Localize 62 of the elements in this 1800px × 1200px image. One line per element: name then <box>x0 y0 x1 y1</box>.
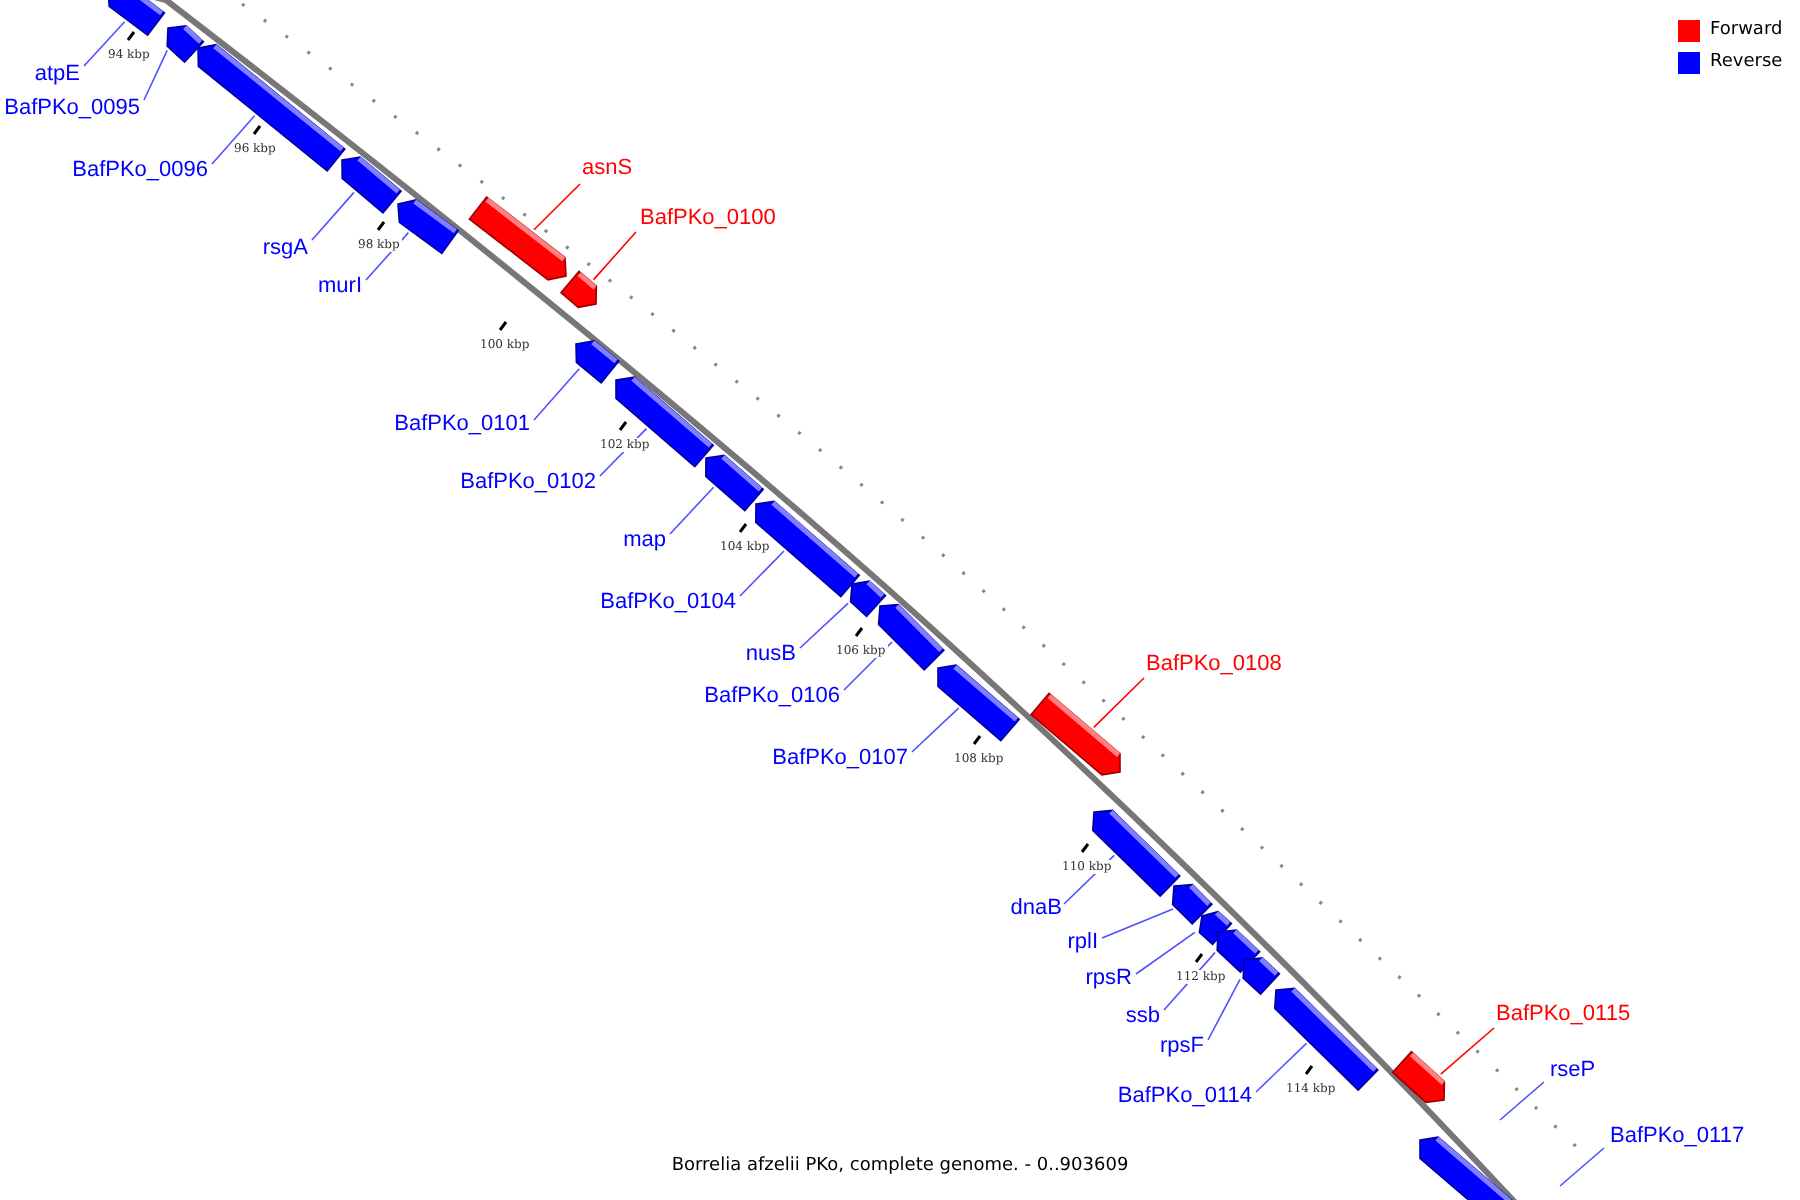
gene-feature <box>937 664 1021 742</box>
leader-line <box>311 191 355 241</box>
leader-line <box>739 550 785 597</box>
gene-label: asnS <box>582 156 633 182</box>
gene-label: ssb <box>1125 1004 1160 1030</box>
gene-label: rpsF <box>1160 1034 1204 1060</box>
gene-label: BafPKo_0102 <box>460 470 596 496</box>
leader-line <box>911 707 960 753</box>
gene-label: BafPKo_0106 <box>704 684 840 710</box>
leader-line <box>1101 908 1174 939</box>
gene-feature <box>341 156 403 214</box>
gene-label: BafPKo_0096 <box>72 158 208 184</box>
gene-label: BafPKo_0104 <box>600 590 736 616</box>
gene-label: BafPKo_0114 <box>1117 1084 1252 1110</box>
gene-feature <box>1242 956 1281 996</box>
leader-line <box>1093 677 1145 729</box>
leader-line <box>1440 1027 1495 1075</box>
caption: Borrelia afzelii PKo, complete genome. - 0..903609 <box>671 1156 1129 1176</box>
leader-line <box>1559 1147 1605 1187</box>
leader-line <box>83 21 126 67</box>
gene-label: BafPKo_0095 <box>4 96 140 122</box>
gene-label: BafPKo_0101 <box>394 412 530 438</box>
gene-feature <box>849 580 887 618</box>
leader-line <box>592 231 637 281</box>
leader-line <box>143 49 168 101</box>
gene-label: dnaB <box>1010 896 1062 922</box>
legend-label: Reverse <box>1710 52 1783 74</box>
gene-label: atpE <box>34 62 80 88</box>
gene-feature <box>468 195 567 281</box>
gene-label: rseP <box>1550 1058 1596 1084</box>
gene-feature <box>1091 809 1181 898</box>
gene-label: BafPKo_0115 <box>1496 1002 1631 1028</box>
leader-line <box>1499 1081 1545 1121</box>
gene-label: BafPKo_0117 <box>1610 1124 1745 1150</box>
gene-feature <box>705 454 765 512</box>
gene-label: murI <box>318 274 362 300</box>
gene-feature <box>1029 692 1121 776</box>
gene-label: BafPKo_0107 <box>772 746 908 772</box>
leader-line <box>669 486 715 535</box>
gene-feature <box>397 198 460 255</box>
leader-line <box>211 115 256 165</box>
leader-line <box>365 231 410 281</box>
gene-label: nusB <box>745 642 796 668</box>
gene-label: BafPKo_0108 <box>1146 652 1282 678</box>
leader-line <box>533 368 580 421</box>
leader-line <box>799 602 849 649</box>
leader-line <box>1255 1042 1308 1093</box>
gene-feature <box>1273 987 1379 1092</box>
gene-label: rplI <box>1067 930 1098 956</box>
gene-label: rpsR <box>1085 966 1132 992</box>
gene-feature <box>1419 1136 1515 1200</box>
gene-feature <box>559 270 598 309</box>
leader-line <box>1135 931 1196 975</box>
gene-label: map <box>623 528 666 554</box>
gene-label: BafPKo_0100 <box>640 206 776 232</box>
gene-feature <box>107 0 166 37</box>
gene-feature <box>575 339 620 384</box>
leader-line <box>1207 978 1241 1041</box>
gene-feature <box>1391 1050 1446 1104</box>
leader-line <box>533 183 581 231</box>
gene-label: rsgA <box>262 236 308 262</box>
legend-label: Forward <box>1710 20 1783 42</box>
